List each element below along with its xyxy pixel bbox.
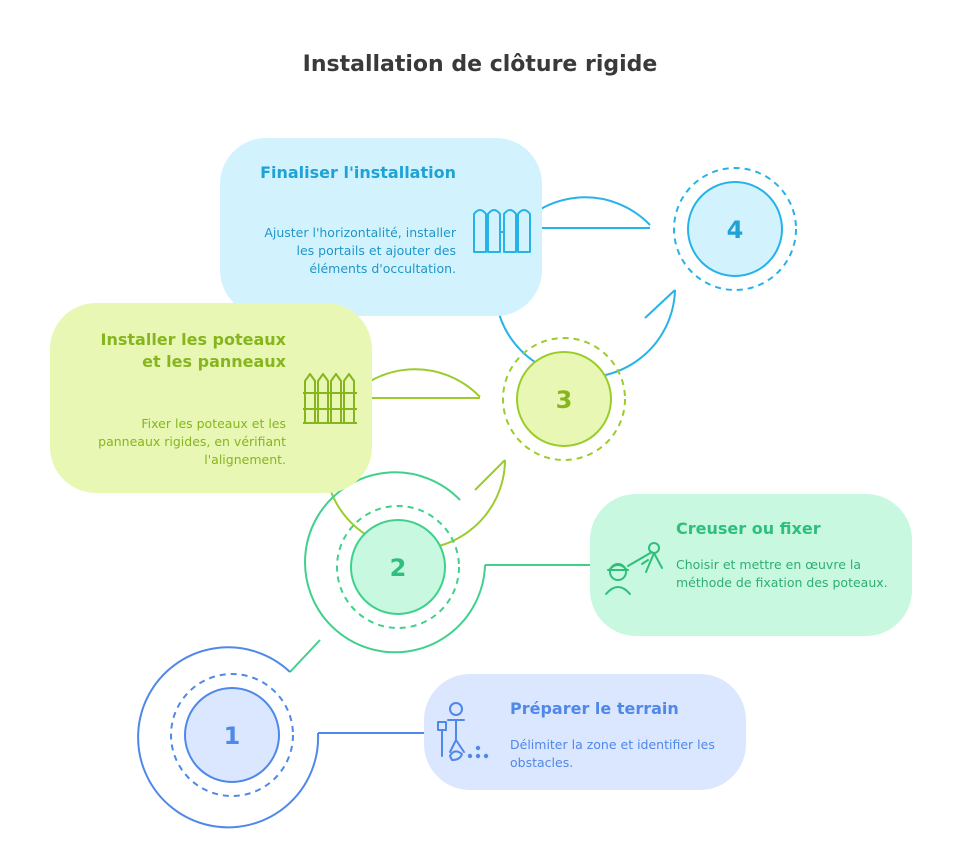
step-3-description: Fixer les poteaux et les panneaux rigide… (98, 416, 286, 467)
step-3-title: Installer les poteaux et les panneaux (100, 330, 286, 371)
surveyor-icon (437, 702, 489, 761)
step-3-card: Installer les poteaux et les panneaux Fi… (50, 303, 372, 493)
step-4-card: Finaliser l'installation Ajuster l'horiz… (220, 138, 542, 316)
step-2-card: Creuser ou fixer Choisir et mettre en œu… (590, 494, 912, 636)
step-1-description: Délimiter la zone et identifier les obst… (510, 737, 715, 770)
diagram-title: Installation de clôture rigide (302, 52, 658, 77)
picket-fence-icon (303, 373, 357, 424)
step-2-ring (289, 471, 590, 673)
step-2-title: Creuser ou fixer (676, 519, 821, 538)
step-4-ring (494, 167, 797, 379)
step-1-card: Préparer le terrain Délimiter la zone et… (424, 674, 746, 790)
step-1-title: Préparer le terrain (510, 699, 679, 718)
step-1-ring (137, 646, 424, 829)
gate-fence-icon (473, 209, 531, 253)
step-3-ring (324, 337, 626, 551)
step-4-title: Finaliser l'installation (260, 163, 456, 182)
worker-drill-icon (605, 542, 663, 595)
step-2-description: Choisir et mettre en œuvre la méthode de… (676, 557, 888, 590)
step-4-description: Ajuster l'horizontalité, installer les p… (264, 225, 456, 276)
